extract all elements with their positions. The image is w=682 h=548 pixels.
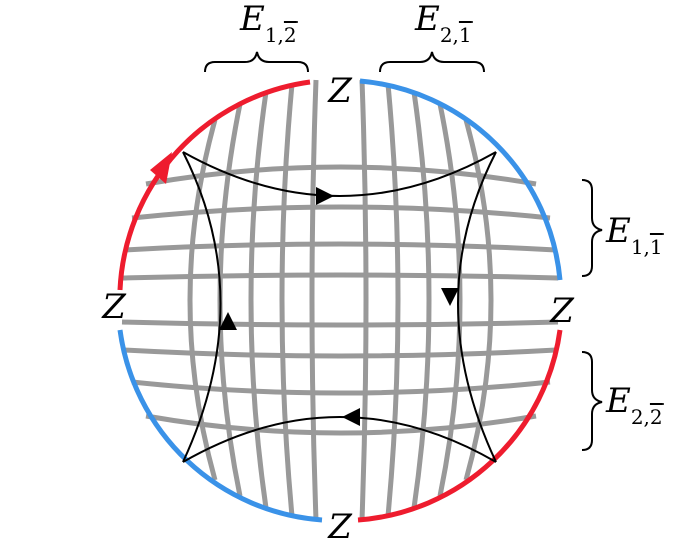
z-label-left: Z — [101, 287, 127, 327]
brace-right-lower — [581, 351, 603, 451]
contour-top — [182, 151, 497, 197]
subscript-overbars — [287, 21, 664, 405]
brace-top-right — [379, 51, 485, 73]
contour-arrow-bottom — [342, 408, 360, 426]
grid-v-10 — [463, 119, 494, 481]
brace-label-top-left: E1,2 — [239, 0, 297, 47]
brace-right-upper — [581, 179, 603, 277]
grid-v-1 — [187, 119, 218, 481]
grid-v-9 — [437, 103, 463, 497]
grid-v-3 — [248, 91, 269, 509]
z-label-bottom: Z — [327, 507, 353, 547]
contour-left — [182, 151, 222, 463]
contour-arrow-top — [316, 187, 334, 205]
grid-v-8 — [411, 91, 432, 509]
boundary-arc-bottom-left — [117, 329, 323, 523]
brace-label-right-lower: E2,2 — [605, 381, 663, 429]
boundary-arc-top-right — [359, 78, 563, 281]
contour — [182, 151, 497, 463]
grid-h-4 — [121, 272, 559, 281]
contour-right — [457, 151, 497, 463]
grid-v-4 — [279, 83, 295, 517]
grid-h-5 — [121, 319, 559, 328]
braces — [204, 51, 603, 451]
boundary-arc-top-left — [117, 79, 311, 291]
grid-v-7 — [385, 83, 401, 517]
brace-label-right-upper: E1,1 — [605, 211, 663, 259]
contour-arrow-left — [219, 312, 237, 330]
grid-v-6 — [359, 79, 369, 521]
boundary-arrow — [150, 152, 172, 184]
z-label-top: Z — [327, 71, 353, 111]
grid-h-7 — [131, 379, 551, 396]
grid-h-3 — [123, 241, 557, 253]
grid-h-6 — [123, 347, 557, 359]
grid-h-2 — [131, 204, 551, 221]
contour-arrow-right — [441, 288, 459, 306]
brace-top-left — [204, 51, 309, 73]
grid-vertical — [187, 79, 494, 521]
z-label-right: Z — [549, 291, 575, 331]
contour-bottom — [182, 416, 497, 463]
grid-v-5 — [309, 79, 319, 521]
brace-label-top-right: E2,1 — [414, 0, 472, 47]
contour-arrows — [219, 187, 459, 426]
